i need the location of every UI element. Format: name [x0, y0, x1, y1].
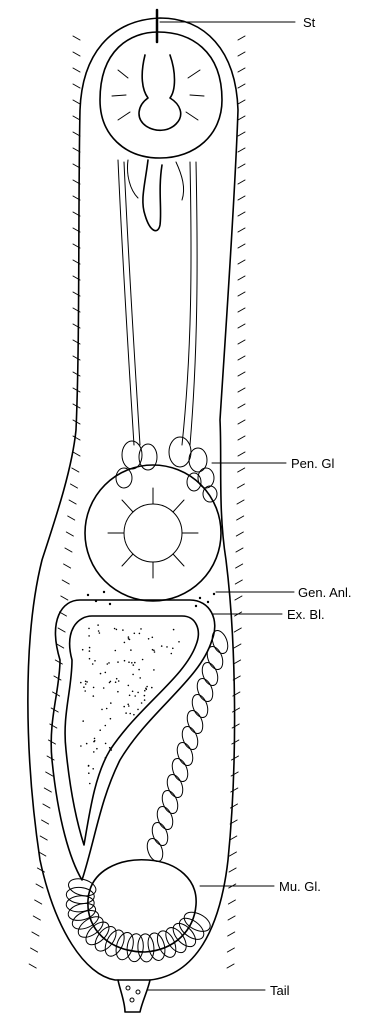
- penetration-gland-ducts: [118, 160, 197, 445]
- mucoid-glands: [66, 628, 231, 962]
- label-tail: Tail: [270, 983, 290, 998]
- label-mu-gl: Mu. Gl.: [279, 879, 321, 894]
- penetration-glands: [116, 437, 217, 502]
- oral-sucker: [100, 32, 222, 158]
- body-outline: [28, 18, 238, 980]
- excretory-bladder: [51, 600, 215, 880]
- label-gen-anl: Gen. Anl.: [298, 585, 351, 600]
- label-pen-gl: Pen. Gl: [291, 456, 334, 471]
- pharynx: [143, 160, 162, 231]
- tail: [118, 980, 150, 1012]
- ventral-sucker: [85, 465, 221, 601]
- genital-anlage: [87, 591, 215, 607]
- label-ex-bl: Ex. Bl.: [287, 607, 325, 622]
- label-st: St: [303, 15, 316, 30]
